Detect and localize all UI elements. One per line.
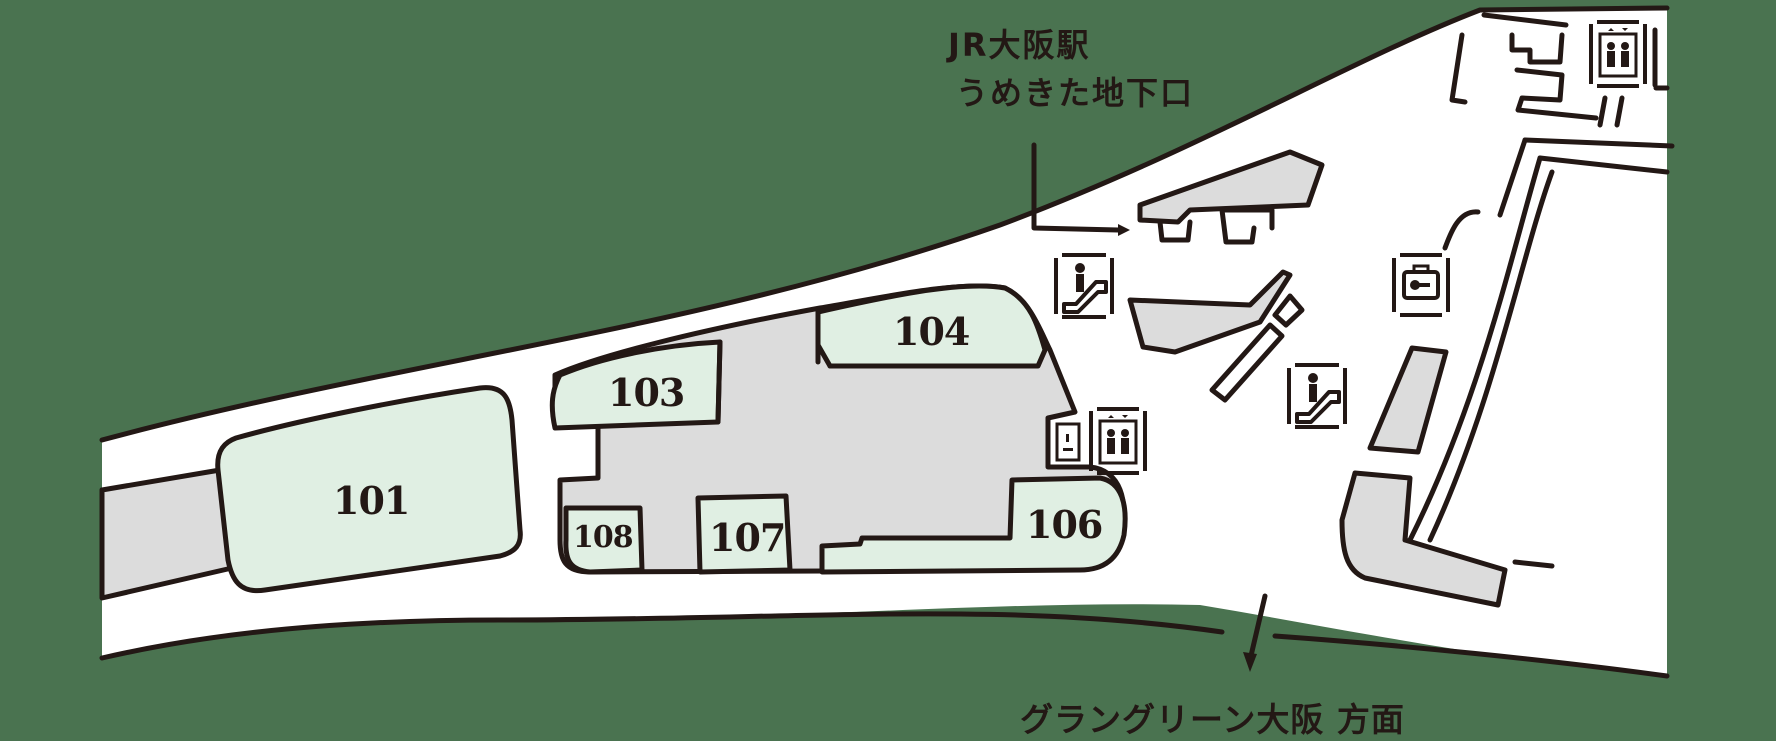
escalator-structure [1272,293,1305,328]
arrow-head [1243,652,1257,672]
escalator-icon [1054,253,1114,319]
partition [1512,559,1555,569]
store-107-area[interactable] [695,493,793,575]
building-right-outer [1497,137,1528,218]
grand-green-direction-label: グラングリーン大阪 方面 [1020,700,1405,739]
partition [715,339,723,425]
intercom-icon [1055,422,1081,462]
building-right-inner [1537,155,1670,175]
boundary-bottom [99,611,1225,661]
room [1481,12,1569,28]
store-103-label[interactable]: 103 [608,370,685,415]
store-101-area[interactable] [215,385,523,594]
building-right-wall [1427,169,1555,543]
direction-arrow-grand-green [1247,593,1268,663]
room [1509,32,1565,65]
elevator-icon [1089,407,1147,475]
building-right-wall [1407,155,1543,543]
elevator-icon [1589,20,1647,88]
escalator-structure [1209,322,1285,403]
partition [1442,209,1481,251]
store-104-label[interactable]: 104 [893,309,970,354]
direction-arrow-jr [1031,142,1121,233]
store-101-label[interactable]: 101 [333,478,410,523]
pillar [1219,207,1257,245]
jr-station-label: JR大阪駅 [948,26,1091,64]
boundary-bottom-right [1272,633,1670,679]
pillar [1222,207,1275,231]
store-104-area[interactable] [815,283,1048,369]
store-107-label[interactable]: 107 [709,515,786,560]
room [1597,95,1608,128]
pillar [1157,219,1193,243]
room [1514,67,1599,121]
boundary-top [99,5,1670,443]
arrow-head [1118,224,1130,236]
store-106-label[interactable]: 106 [1026,502,1103,547]
store-108-area[interactable] [563,505,645,575]
corridor-right-lower [1339,470,1508,608]
room [1449,32,1468,105]
store-103-area[interactable] [549,339,723,431]
room [1614,95,1625,128]
coin-locker-icon [1392,253,1450,317]
corridor-right-upper [1367,345,1449,455]
escalator-icon [1287,363,1347,429]
store-106-area[interactable] [819,475,1128,575]
stair-area-lower [1127,269,1293,355]
umekita-exit-label: うめきた地下口 [956,74,1195,112]
building-right-outer [1522,137,1675,149]
store-108-label[interactable]: 108 [573,520,634,555]
